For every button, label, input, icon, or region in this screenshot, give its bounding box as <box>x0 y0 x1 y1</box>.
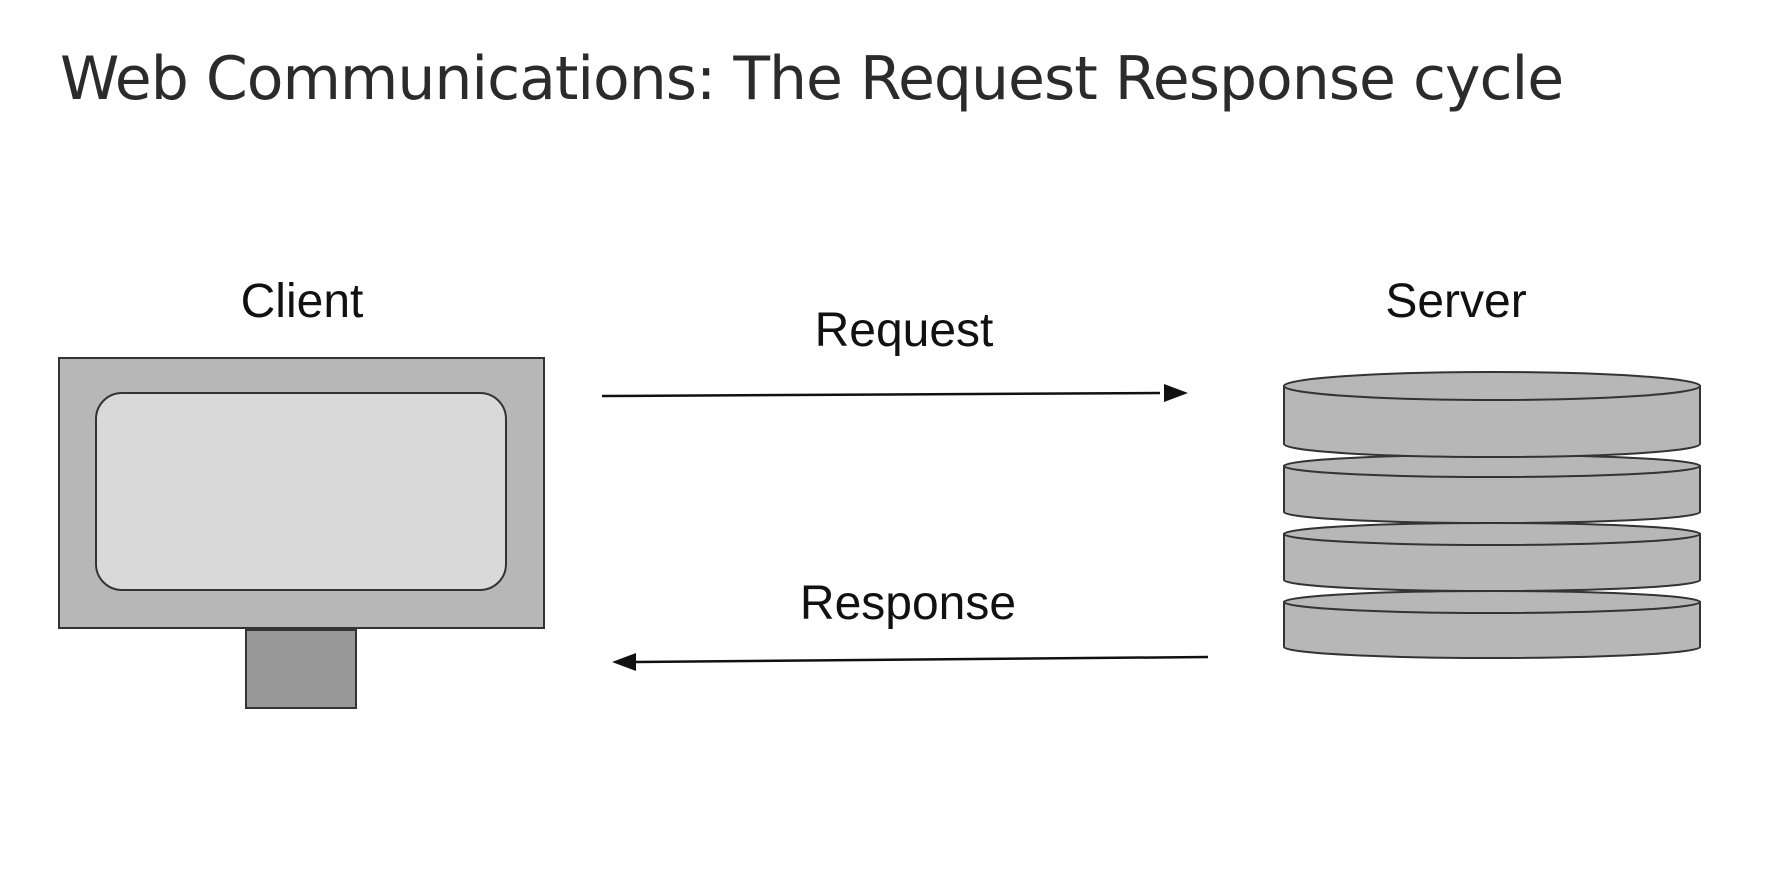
request-label: Request <box>815 304 994 357</box>
request-arrow-icon <box>601 384 1188 402</box>
server-label: Server <box>1385 275 1526 328</box>
response-label: Response <box>800 577 1016 630</box>
client-monitor-icon <box>58 357 545 709</box>
response-arrow-icon <box>612 653 1209 671</box>
client-label: Client <box>241 275 364 328</box>
monitor-screen <box>95 392 507 591</box>
server-database-icon <box>1283 371 1701 659</box>
monitor-stand <box>245 629 357 709</box>
page-title: Web Communications: The Request Response… <box>60 44 1564 114</box>
